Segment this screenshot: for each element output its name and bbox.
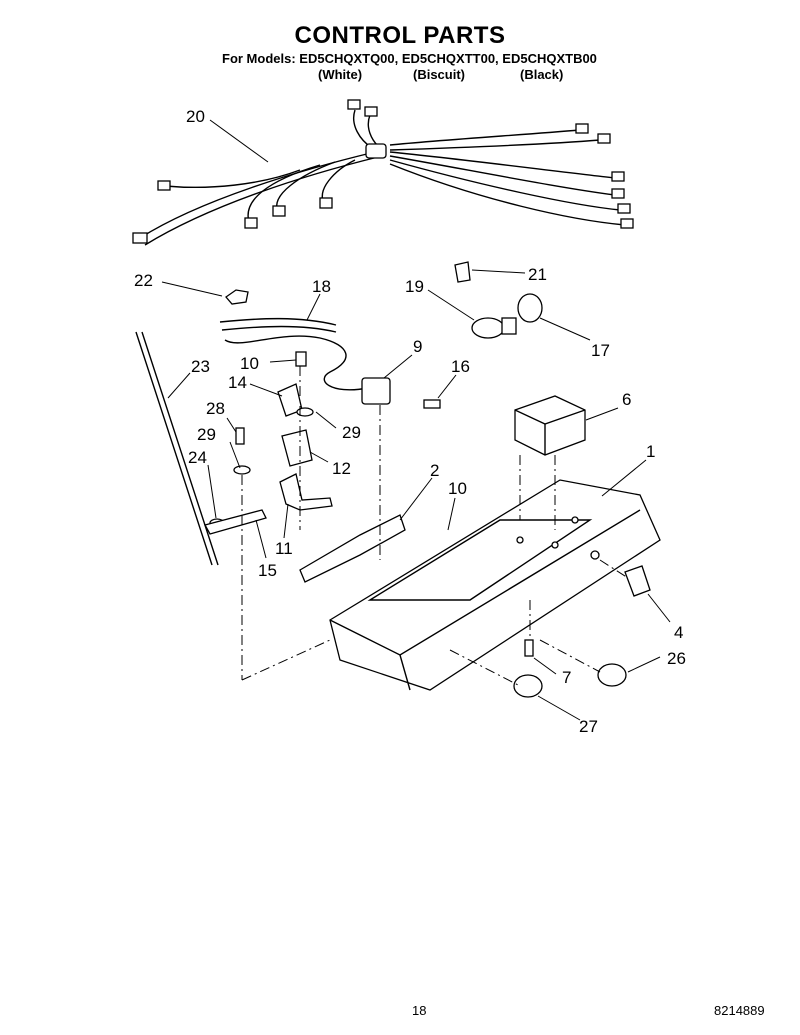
- color-biscuit: (Biscuit): [413, 67, 465, 82]
- callout-18: 18: [312, 277, 331, 296]
- part-1-control-housing: [329, 479, 661, 691]
- callout-15: 15: [258, 561, 277, 580]
- part-16-screw: [423, 399, 441, 409]
- document-number: 8214889: [714, 1003, 765, 1018]
- part-21-clip: [454, 261, 471, 283]
- callout-29-right: 29: [342, 423, 361, 442]
- part-4-switch: [624, 565, 651, 597]
- page-title: CONTROL PARTS: [294, 22, 506, 49]
- leader-lines: [161, 119, 671, 721]
- part-6-transformer: [514, 395, 586, 456]
- part-7-screw: [524, 639, 534, 657]
- callout-20: 20: [186, 107, 205, 126]
- part-18-tube: [219, 317, 337, 326]
- color-white: (White): [318, 67, 363, 82]
- callout-11: 11: [275, 539, 293, 558]
- part-22-clip: [225, 289, 249, 305]
- part-2-bracket: [299, 514, 406, 583]
- callout-26: 26: [667, 649, 686, 668]
- callout-27: 27: [579, 717, 598, 736]
- callout-19: 19: [405, 277, 424, 296]
- part-28-screw: [235, 427, 245, 445]
- part-26-button: [597, 663, 627, 687]
- callout-4: 4: [674, 623, 683, 642]
- callout-10-lower: 10: [448, 479, 467, 498]
- callout-29-left: 29: [197, 425, 216, 444]
- callout-22: 22: [134, 271, 153, 290]
- callout-9: 9: [413, 337, 422, 356]
- part-23-rod: [135, 331, 213, 566]
- callout-28: 28: [206, 399, 225, 418]
- callout-1: 1: [646, 442, 655, 461]
- callout-12: 12: [332, 459, 351, 478]
- page-number: 18: [412, 1003, 427, 1018]
- models-line: For Models: ED5CHQXTQ00, ED5CHQXTT00, ED…: [222, 51, 597, 66]
- callout-17: 17: [591, 341, 610, 360]
- callout-2: 2: [430, 461, 439, 480]
- part-29-washer-lower: [233, 465, 251, 475]
- color-black: (Black): [520, 67, 564, 82]
- callout-21: 21: [528, 265, 547, 284]
- callout-14: 14: [228, 373, 247, 392]
- callout-24: 24: [188, 448, 207, 467]
- assembly-lines: [241, 366, 629, 687]
- part-29-washer-upper: [296, 407, 314, 417]
- part-12-bracket: [281, 429, 313, 467]
- callout-16: 16: [451, 357, 470, 376]
- callout-labels: 20 22 18 21 19 17 23 10 9 16 14 28 29 29…: [134, 107, 686, 736]
- part-17-socket: [517, 293, 543, 323]
- part-9-thermostat: [361, 377, 391, 405]
- part-27-button: [513, 674, 543, 698]
- callout-7: 7: [562, 668, 571, 687]
- part-15-lever: [204, 509, 267, 535]
- part-19-bulb: [471, 317, 505, 339]
- part-10-screw: [295, 351, 307, 367]
- wire-harness: [132, 99, 634, 246]
- callout-10-upper: 10: [240, 354, 259, 373]
- callout-6: 6: [622, 390, 631, 409]
- callout-23: 23: [191, 357, 210, 376]
